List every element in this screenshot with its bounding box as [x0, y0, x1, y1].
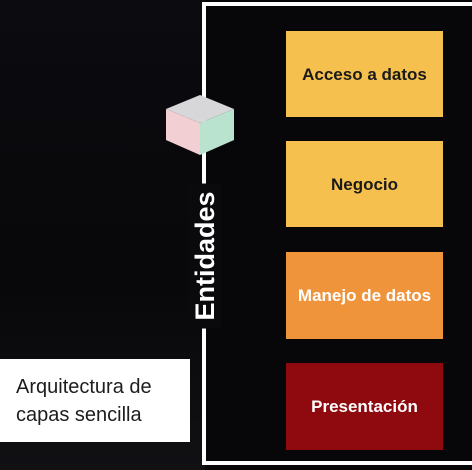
- caption-line-1: Arquitectura de: [16, 375, 152, 398]
- layer-data-access: Acceso a datos: [286, 31, 443, 117]
- layer-data-access-label: Acceso a datos: [302, 64, 427, 84]
- layer-presentation: Presentación: [286, 363, 443, 450]
- cube-right-face: [200, 109, 234, 155]
- caption-line-2: capas sencilla: [16, 403, 142, 426]
- layer-presentation-label: Presentación: [311, 397, 418, 416]
- layer-data-handling-label: Manejo de datos: [297, 286, 432, 305]
- layer-business: Negocio: [286, 141, 443, 227]
- slide-caption: Arquitectura de capas sencilla: [0, 359, 190, 442]
- cube-left-face: [166, 109, 200, 155]
- entities-label: Entidades: [188, 183, 222, 329]
- layer-data-handling: Manejo de datos: [286, 252, 443, 339]
- layer-business-label: Negocio: [330, 174, 399, 194]
- entity-cube-icon: [166, 95, 234, 155]
